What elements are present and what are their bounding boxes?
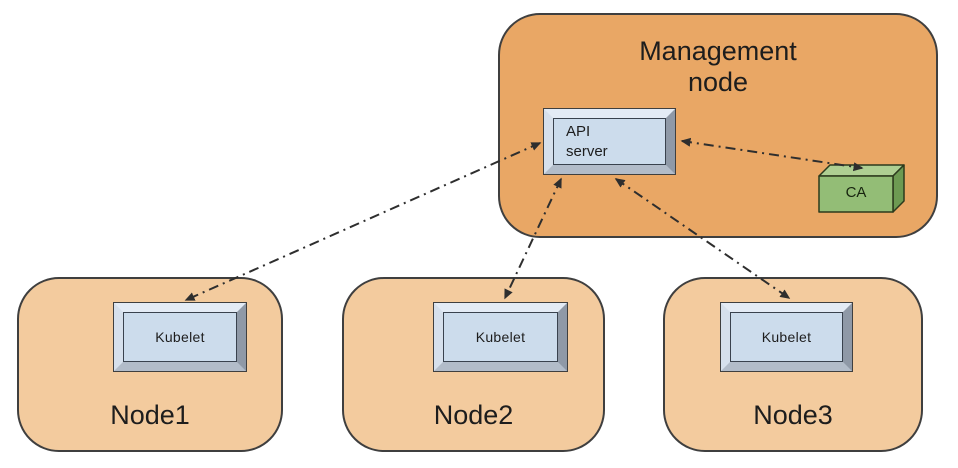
management-node-label: Management node bbox=[639, 36, 797, 97]
node3-kubelet-bevel: Kubelet bbox=[721, 303, 852, 371]
node2-kubelet-panel: Kubelet bbox=[443, 312, 558, 362]
node1-kubelet-bevel: Kubelet bbox=[114, 303, 246, 371]
node1-kubelet-label: Kubelet bbox=[155, 329, 205, 345]
node2-kubelet-box: Kubelet bbox=[433, 302, 568, 372]
ca-label: CA bbox=[845, 184, 867, 201]
node3-label: Node3 bbox=[753, 400, 833, 430]
ca-front-face bbox=[818, 175, 894, 213]
node1-label: Node1 bbox=[110, 400, 190, 430]
ca-top-face bbox=[818, 164, 905, 177]
node1-kubelet-panel: Kubelet bbox=[123, 312, 237, 362]
api-server-label-line2: server bbox=[566, 142, 608, 160]
node2-label: Node2 bbox=[433, 400, 514, 430]
node1-kubelet-box: Kubelet bbox=[113, 302, 247, 372]
node2-kubelet-label: Kubelet bbox=[475, 329, 526, 345]
api-server-box: API server bbox=[543, 108, 676, 175]
node2-kubelet-bevel: Kubelet bbox=[434, 303, 567, 371]
api-server-panel: API server bbox=[553, 118, 666, 165]
node3-kubelet-panel: Kubelet bbox=[730, 312, 843, 362]
api-server-label-line1: API bbox=[566, 122, 591, 140]
api-server-bevel: API server bbox=[544, 109, 675, 174]
node3-kubelet-label: Kubelet bbox=[761, 329, 812, 345]
node3-kubelet-box: Kubelet bbox=[720, 302, 853, 372]
